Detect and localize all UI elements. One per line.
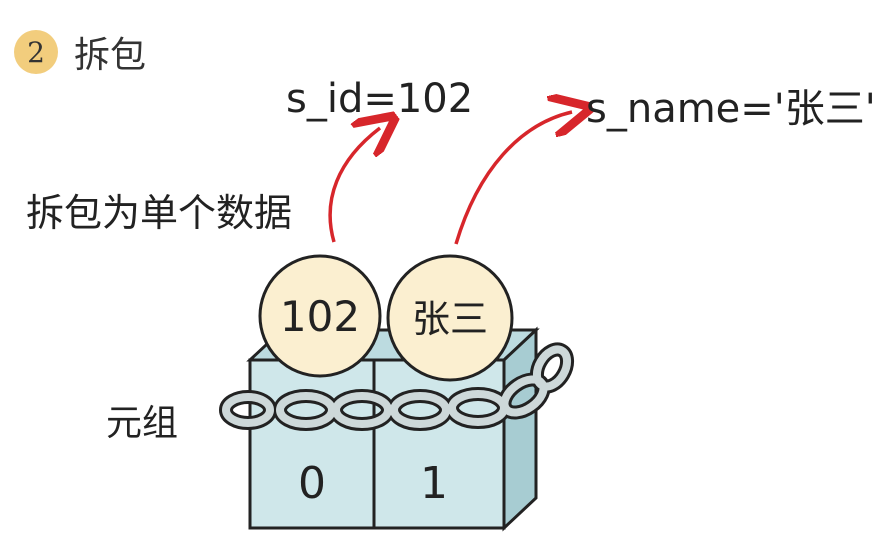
value-0: 102: [280, 292, 360, 341]
index-0: 0: [298, 458, 326, 509]
tuple-box-side: [502, 326, 538, 532]
chain-icon: [219, 342, 575, 431]
tuple-label: 元组: [106, 403, 179, 444]
step-number-badge: 2: [14, 30, 58, 74]
value-1: 张三: [412, 297, 488, 341]
value-ball-0: [258, 254, 382, 378]
curved-arrow-icon: [328, 128, 380, 243]
variable-s-id: s_id=102: [286, 76, 474, 122]
index-1: 1: [420, 458, 448, 509]
curved-arrow-icon: [454, 112, 572, 245]
value-ball-1: [386, 254, 514, 382]
step-number: 2: [27, 35, 45, 69]
unpack-note: 拆包为单个数据: [26, 191, 293, 235]
variable-s-name: s_name='张三': [586, 86, 876, 132]
step-title: 拆包: [74, 35, 147, 76]
